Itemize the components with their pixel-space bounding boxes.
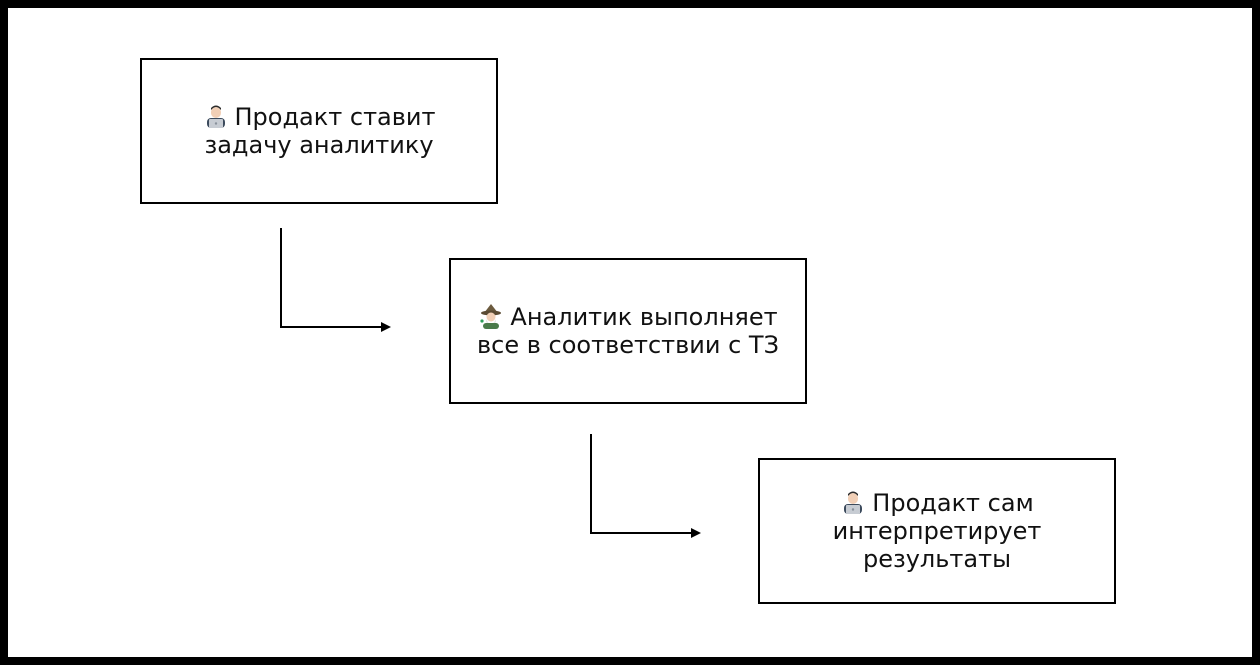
arrow-step-2-to-3 [590, 434, 701, 538]
step-analyst-executes: Аналитик выполняет все в соответствии с … [449, 258, 807, 404]
step-label: Аналитик выполняет все в соответствии с … [469, 303, 787, 359]
mage-emoji-icon [480, 304, 502, 329]
technologist-emoji-icon [206, 105, 225, 128]
arrow-step-1-to-2 [280, 228, 391, 332]
diagram-canvas: Продакт ставит задачу аналитику Аналитик… [8, 8, 1252, 657]
technologist-emoji-icon [844, 491, 863, 514]
step-label-text: Продакт ставит задачу аналитику [204, 103, 436, 159]
step-product-interprets: Продакт сам интерпретирует результаты [758, 458, 1116, 604]
step-label: Продакт ставит задачу аналитику [160, 103, 478, 159]
step-label-text: Продакт сам интерпретирует результаты [832, 489, 1042, 573]
step-product-sets-task: Продакт ставит задачу аналитику [140, 58, 498, 204]
step-label: Продакт сам интерпретирует результаты [778, 489, 1096, 573]
step-label-text: Аналитик выполняет все в соответствии с … [477, 303, 779, 359]
